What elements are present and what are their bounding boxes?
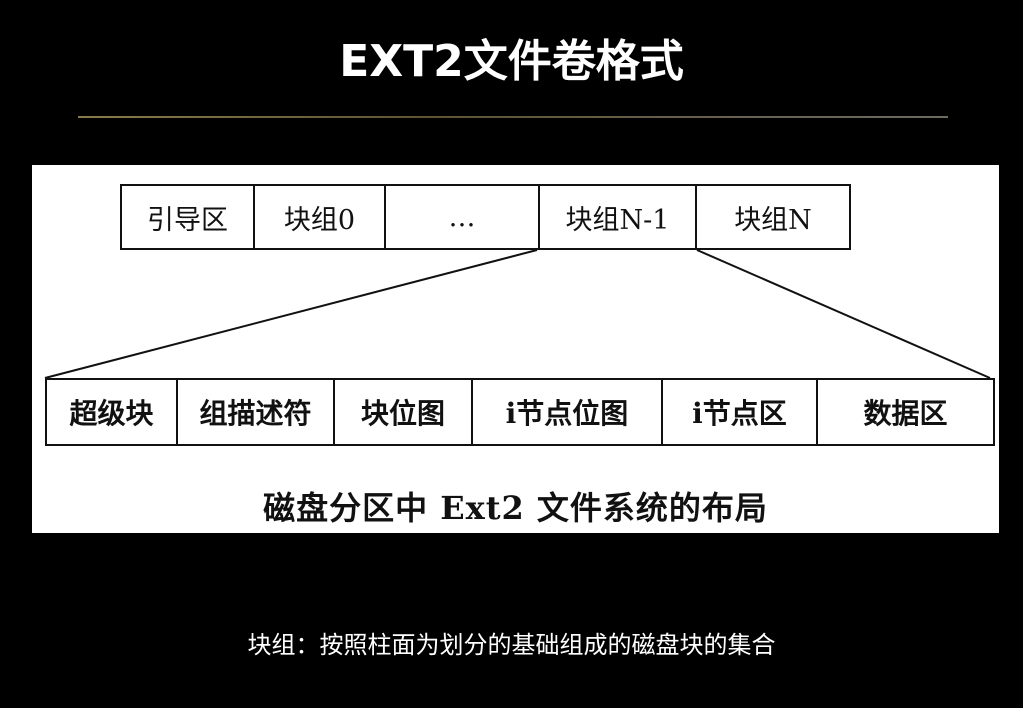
block-group-cell-superblock: 超级块 — [47, 380, 178, 444]
title-divider — [78, 116, 948, 118]
partition-cell-group-0: 块组0 — [255, 186, 386, 248]
partition-cell-ellipsis: … — [386, 186, 540, 248]
partition-cell-group-n-1: 块组N-1 — [540, 186, 697, 248]
figure-caption: 磁盘分区中 Ext2 文件系统的布局 — [263, 489, 768, 527]
block-group-cell-group-descriptors: 组描述符 — [178, 380, 335, 444]
block-group-cell-inode-bitmap: i节点位图 — [473, 380, 663, 444]
expansion-lines — [44, 249, 991, 379]
partition-cell-group-n: 块组N — [734, 204, 812, 236]
partition-row: 引导区 块组0 … 块组N-1 块组N — [120, 184, 851, 250]
partition-cell-boot: 引导区 — [122, 186, 255, 248]
block-group-row: 超级块 组描述符 块位图 i节点位图 i节点区 数据区 — [45, 378, 995, 446]
slide-title: EXT2文件卷格式 — [339, 36, 684, 87]
block-group-definition: 块组：按照柱面为划分的基础组成的磁盘块的集合 — [247, 631, 776, 659]
block-group-cell-inode-table: i节点区 — [663, 380, 818, 444]
block-group-cell-block-bitmap: 块位图 — [335, 380, 473, 444]
block-group-cell-data-area: 数据区 — [863, 397, 948, 430]
expansion-line-right — [696, 249, 991, 379]
expansion-line-left — [44, 249, 538, 379]
ext2-layout-figure: 引导区 块组0 … 块组N-1 块组N 超级块 组描述符 块位图 i节点位图 i… — [32, 165, 999, 533]
